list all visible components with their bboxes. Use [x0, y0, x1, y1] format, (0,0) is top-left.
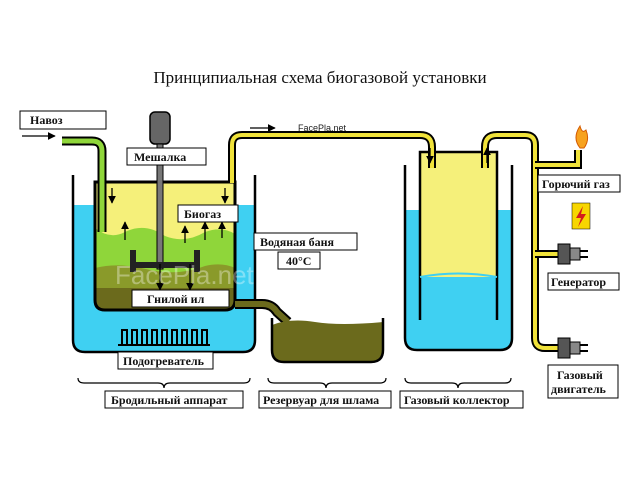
- sludge-outflow-pipe: [235, 299, 292, 326]
- biogas-arrows: [108, 188, 229, 291]
- svg-text:Горючий газ: Горючий газ: [542, 177, 610, 191]
- svg-text:Резервуар для шлама: Резервуар для шлама: [263, 393, 379, 407]
- svg-text:40°C: 40°C: [286, 254, 311, 268]
- sludge-reservoir: [270, 318, 385, 364]
- label-digester: Бродильный аппарат: [104, 390, 244, 409]
- label-biogas: Биогаз: [177, 204, 239, 223]
- mixer: [130, 111, 200, 272]
- svg-text:Генератор: Генератор: [551, 275, 606, 289]
- flame-icon: [575, 124, 589, 149]
- label-gas-engine: Газовый двигатель: [547, 364, 619, 399]
- label-generator: Генератор: [547, 272, 620, 291]
- watermark-small: FacePla.net: [298, 123, 347, 133]
- manure-inlet-pipe: [22, 132, 107, 232]
- svg-text:Биогаз: Биогаз: [184, 207, 221, 221]
- label-sludge: Гнилой ил: [131, 289, 230, 308]
- label-water-bath: Водяная баня: [253, 232, 358, 251]
- heater-coil: [117, 325, 212, 346]
- gas-pipe-network: [228, 124, 582, 352]
- svg-text:Газовый коллектор: Газовый коллектор: [404, 393, 510, 407]
- lightning-icon: [571, 202, 591, 230]
- diagram-title: Принципиальная схема биогазовой установк…: [153, 68, 487, 87]
- watermark-large: FacePla.net: [115, 260, 255, 290]
- svg-text:Водяная баня: Водяная баня: [260, 235, 335, 249]
- label-sludge-reservoir: Резервуар для шлама: [258, 390, 392, 409]
- svg-text:двигатель: двигатель: [551, 382, 607, 396]
- label-manure: Навоз: [19, 110, 107, 130]
- svg-text:Гнилой ил: Гнилой ил: [147, 292, 205, 306]
- section-braces: [77, 377, 512, 389]
- generator-plug-icon: [557, 243, 588, 265]
- label-temperature: 40°C: [277, 251, 321, 270]
- svg-text:Газовый: Газовый: [557, 368, 603, 382]
- digester-vessel-outline: [93, 180, 237, 312]
- svg-text:Навоз: Навоз: [30, 113, 63, 127]
- svg-text:Подогреватель: Подогреватель: [123, 354, 205, 368]
- svg-text:Мешалка: Мешалка: [134, 150, 186, 164]
- svg-text:Бродильный аппарат: Бродильный аппарат: [111, 393, 228, 407]
- label-gas-collector: Газовый коллектор: [399, 390, 524, 409]
- label-heater: Подогреватель: [117, 351, 214, 370]
- gas-engine-plug-icon: [557, 337, 588, 359]
- gas-collector: [403, 150, 514, 352]
- label-mixer: Мешалка: [126, 147, 207, 166]
- label-fuel-gas: Горючий газ: [537, 174, 621, 193]
